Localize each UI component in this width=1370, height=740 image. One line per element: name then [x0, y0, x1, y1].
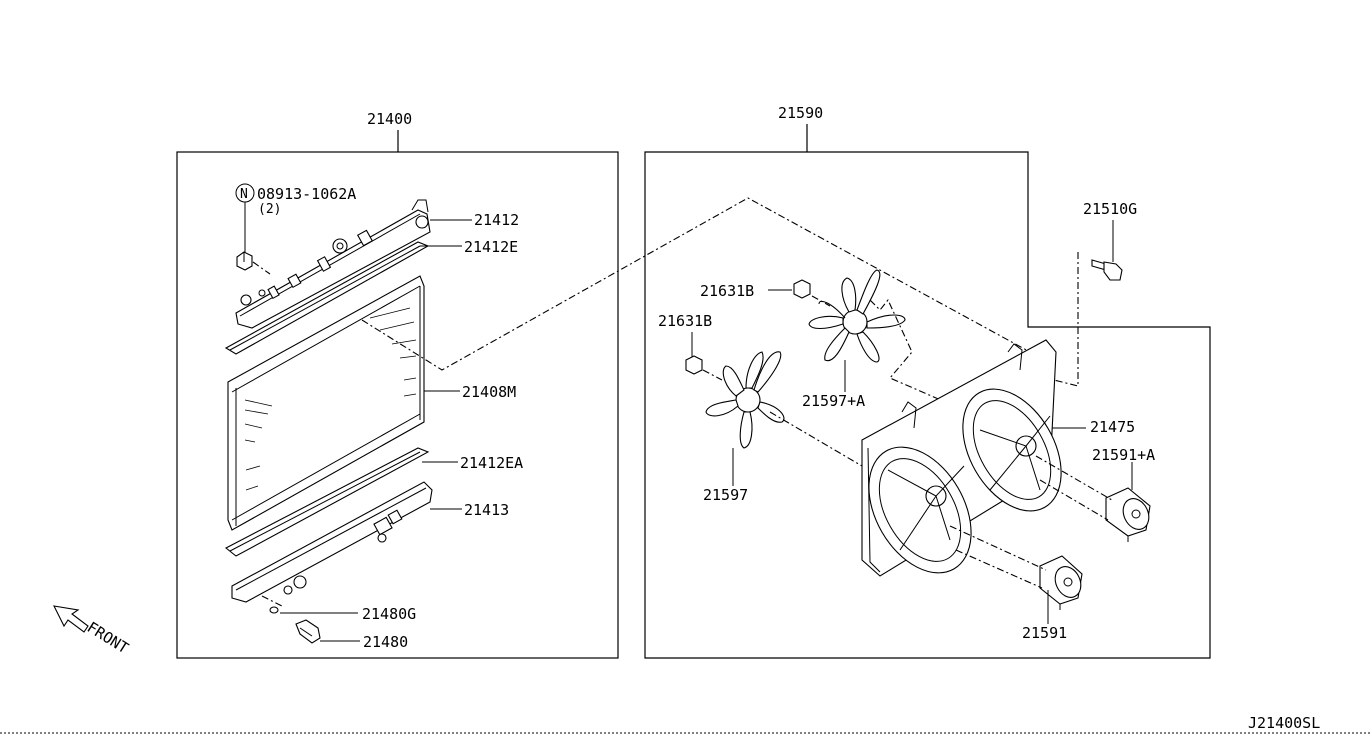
- shroud-label[interactable]: 21475: [1090, 418, 1135, 436]
- bolt-part[interactable]: [1091, 259, 1123, 281]
- fan-shroud-part[interactable]: [848, 339, 1081, 591]
- fan-assembly-frame: [644, 151, 1211, 659]
- upper-seal-label[interactable]: 21412E: [464, 238, 518, 256]
- fan-assembly-label[interactable]: 21590: [778, 104, 823, 122]
- front-arrow-icon: [53, 605, 89, 633]
- fan-assembly-group: 21590 21510G 21631B 21597+A: [644, 104, 1211, 659]
- fan-right-guide-line: [869, 298, 951, 405]
- drain-gasket-label[interactable]: 21480G: [362, 605, 416, 623]
- drain-plug-part[interactable]: [295, 619, 321, 644]
- motor-right-label[interactable]: 21591+A: [1092, 446, 1155, 464]
- screw-part-label[interactable]: 08913-1062A: [257, 185, 356, 203]
- fan-right-part[interactable]: [808, 269, 906, 363]
- drain-gasket-part[interactable]: [269, 606, 279, 614]
- motor-left-part[interactable]: [1039, 555, 1086, 610]
- motor-right-part[interactable]: [1105, 487, 1154, 542]
- fan-left-label[interactable]: 21597: [703, 486, 748, 504]
- lower-tank-label[interactable]: 21413: [464, 501, 509, 519]
- screw-qty-label: (2): [258, 202, 281, 217]
- core-label[interactable]: 21408M: [462, 383, 516, 401]
- nut-lower-label[interactable]: 21631B: [658, 312, 712, 330]
- radiator-assembly-group: 21400 N 08913-1062A (2) 214: [53, 110, 619, 659]
- motor-left-label[interactable]: 21591: [1022, 624, 1067, 642]
- upper-tank-part[interactable]: [235, 199, 431, 329]
- front-label: FRONT: [84, 618, 132, 657]
- assembly-link-line: [361, 197, 1031, 371]
- fan-left-guide-line: [769, 411, 863, 467]
- fan-left-part[interactable]: [705, 351, 785, 449]
- radiator-assembly-label[interactable]: 21400: [367, 110, 412, 128]
- radiator-core-part[interactable]: [227, 275, 425, 531]
- nut-upper-label[interactable]: 21631B: [700, 282, 754, 300]
- nut-lower-part[interactable]: [685, 355, 723, 381]
- screw-part[interactable]: [236, 251, 271, 275]
- motor-left-guide-line: [949, 525, 1047, 589]
- screw-note-letter: N: [240, 187, 248, 202]
- diagram-code-label: J21400SL: [1248, 714, 1320, 732]
- bolt-guide-line: [1045, 252, 1079, 387]
- bolt-label[interactable]: 21510G: [1083, 200, 1137, 218]
- fan-right-label[interactable]: 21597+A: [802, 392, 865, 410]
- lower-tank-part[interactable]: [231, 481, 433, 607]
- lower-seal-label[interactable]: 21412EA: [460, 454, 523, 472]
- upper-tank-label[interactable]: 21412: [474, 211, 519, 229]
- drain-plug-label[interactable]: 21480: [363, 633, 408, 651]
- motor-right-guide-line: [1035, 455, 1113, 521]
- lower-seal-part[interactable]: [224, 447, 430, 557]
